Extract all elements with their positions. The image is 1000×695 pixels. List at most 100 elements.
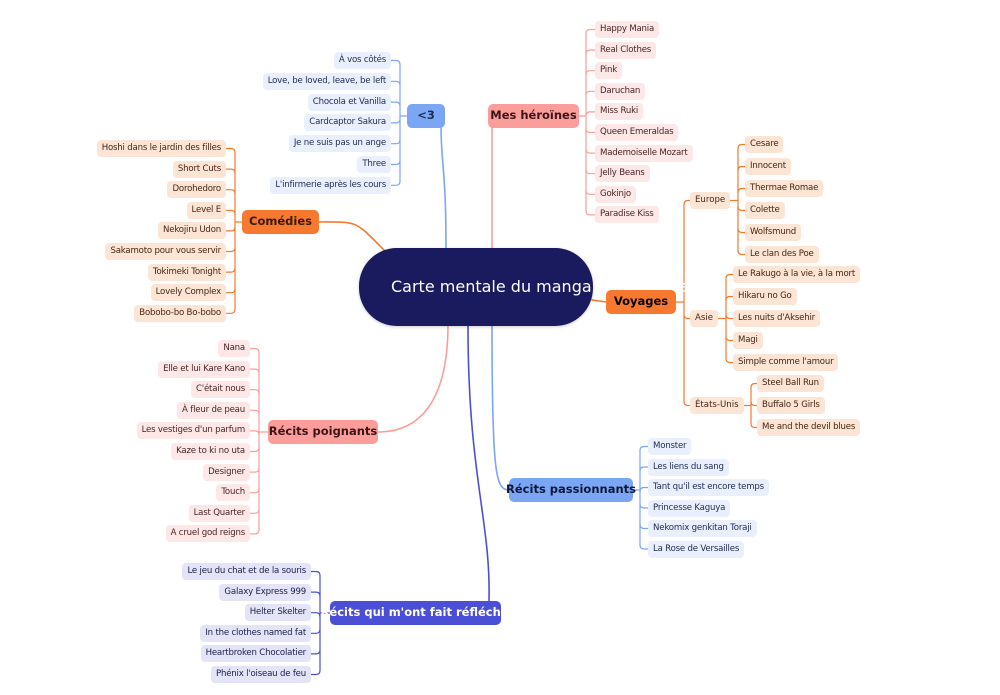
leaf-magi-label: Magi	[738, 335, 758, 345]
leaf-colette[interactable]: Colette	[745, 202, 785, 219]
leaf-nana[interactable]: Nana	[218, 340, 250, 357]
leaf-tant-qu-il-est-encore-temps-label: Tant qu'il est encore temps	[653, 482, 764, 492]
leaf-mademoiselle-mozart[interactable]: Mademoiselle Mozart	[595, 144, 693, 162]
leaf-three[interactable]: Three	[357, 156, 391, 173]
leaf-hikaru-no-go[interactable]: Hikaru no Go	[733, 288, 797, 305]
leaf-innocent[interactable]: Innocent	[745, 158, 791, 175]
leaf-hoshi-dans-le-jardin-des-filles[interactable]: Hoshi dans le jardin des filles	[96, 140, 226, 157]
leaf-cardcaptor-sakura[interactable]: Cardcaptor Sakura	[304, 114, 391, 132]
leaf-me-and-the-devil-blues[interactable]: Me and the devil blues	[757, 419, 861, 436]
leaf-les-liens-du-sang[interactable]: Les liens du sang	[648, 458, 729, 476]
leaf-le-rakugo-a-la-vie-a-la-mort[interactable]: Le Rakugo à la vie, à la mort	[733, 266, 861, 283]
leaf-tokimeki-tonight-label: Tokimeki Tonight	[152, 266, 221, 277]
leaf-queen-emeraldas[interactable]: Queen Emeraldas	[595, 124, 679, 141]
leaf-dorohedoro-label: Dorohedoro	[172, 184, 221, 195]
leaf-sakamoto-pour-vous-servir[interactable]: Sakamoto pour vous servir	[105, 243, 226, 260]
link-heroines-leaf-0	[585, 28, 596, 35]
link-root-reflechir	[467, 325, 490, 602]
leaf-short-cuts-label: Short Cuts	[177, 163, 221, 174]
link-group-1-leaf-0	[725, 273, 734, 280]
leaf-dorohedoro[interactable]: Dorohedoro	[167, 181, 226, 199]
leaf-touch[interactable]: Touch	[216, 484, 250, 502]
leaf-cesare-label: Cesare	[750, 139, 779, 149]
leaf-chocola-et-vanilla-label: Chocola et Vanilla	[312, 96, 386, 107]
leaf-bobobo-bo-bo-bobo[interactable]: Bobobo-bo Bo-bobo	[134, 304, 226, 322]
link-coeur-leaf-4	[390, 139, 401, 145]
leaf-gokinjo[interactable]: Gokinjo	[595, 185, 636, 203]
leaf-tokimeki-tonight[interactable]: Tokimeki Tonight	[147, 263, 226, 281]
leaf-miss-ruki[interactable]: Miss Ruki	[595, 103, 644, 121]
leaf-designer[interactable]: Designer	[203, 463, 250, 481]
leaf-wolfsmund[interactable]: Wolfsmund	[745, 224, 802, 241]
leaf-jelly-beans-label: Jelly Beans	[600, 168, 645, 179]
leaf-simple-comme-l-amour[interactable]: Simple comme l'amour	[733, 354, 839, 371]
leaf-chocola-et-vanilla[interactable]: Chocola et Vanilla	[307, 93, 391, 111]
leaf-nekomix-genkitan-toraji[interactable]: Nekomix genkitan Toraji	[648, 520, 757, 537]
link-group-2-leaf-2	[750, 422, 758, 429]
leaf-a-cruel-god-reigns-label: A cruel god reigns	[170, 528, 246, 539]
leaf-je-ne-suis-pas-un-ange[interactable]: Je ne suis pas un ange	[288, 135, 391, 153]
leaf-elle-et-lui-kare-kano[interactable]: Elle et lui Kare Kano	[158, 360, 250, 378]
link-coeur-leaf-6	[390, 180, 401, 186]
branch-voyages[interactable]: Voyages	[606, 290, 676, 314]
leaf-nekojiru-udon[interactable]: Nekojiru Udon	[158, 222, 226, 240]
leaf-a-fleur-de-peau-label: À fleur de peau	[182, 404, 245, 415]
leaf-buffalo-5-girls[interactable]: Buffalo 5 Girls	[757, 397, 825, 414]
leaf-kaze-to-ki-no-uta[interactable]: Kaze to ki no uta	[171, 443, 250, 460]
leaf-paradise-kiss[interactable]: Paradise Kiss	[595, 206, 659, 224]
leaf-lovely-complex[interactable]: Lovely Complex	[150, 284, 226, 302]
group-asie[interactable]: Asie	[690, 310, 719, 327]
leaf-l-infirmerie-apres-les-cours[interactable]: L'infirmerie après les cours	[270, 176, 391, 194]
leaf-les-nuits-d-aksehir[interactable]: Les nuits d'Aksehir	[733, 310, 820, 327]
branch-comedies[interactable]: Comédies	[242, 210, 319, 234]
leaf-last-quarter[interactable]: Last Quarter	[188, 504, 250, 522]
leaf-helter-skelter[interactable]: Helter Skelter	[244, 604, 311, 622]
leaf-in-the-clothes-named-fat[interactable]: In the clothes named fat	[200, 624, 311, 642]
leaf-colette-label: Colette	[750, 205, 780, 215]
leaf-miss-ruki-label: Miss Ruki	[600, 106, 639, 117]
leaf-thermae-romae[interactable]: Thermae Romae	[745, 180, 824, 197]
link-group-0-leaf-1	[737, 165, 746, 172]
leaf-monster[interactable]: Monster	[648, 438, 692, 455]
root-node[interactable]: Carte mentale du manga chez @chiarara	[359, 248, 721, 326]
group-etats-unis[interactable]: États-Unis	[690, 397, 744, 414]
leaf-steel-ball-run[interactable]: Steel Ball Run	[757, 375, 824, 392]
leaf-tant-qu-il-est-encore-temps[interactable]: Tant qu'il est encore temps	[648, 479, 769, 496]
leaf-les-vestiges-d-un-parfum[interactable]: Les vestiges d'un parfum	[136, 422, 250, 440]
branch-reflechir[interactable]: Récits qui m'ont fait réfléchir	[321, 601, 510, 625]
leaf-a-fleur-de-peau[interactable]: À fleur de peau	[177, 401, 250, 419]
link-poignants-leaf-3	[249, 409, 260, 415]
leaf-level-e[interactable]: Level E	[186, 201, 226, 219]
leaf-jelly-beans[interactable]: Jelly Beans	[595, 165, 650, 183]
branch-poignants[interactable]: Récits poignants	[268, 420, 378, 444]
leaf-daruchan[interactable]: Daruchan	[595, 82, 646, 100]
leaf-cesare[interactable]: Cesare	[745, 136, 784, 153]
link-passionnants-leaf-0	[639, 445, 649, 452]
branch-heroines[interactable]: Mes héroïnes	[488, 104, 579, 128]
leaf-heartbroken-chocolatier[interactable]: Heartbroken Chocolatier	[200, 645, 311, 663]
branch-passionnants[interactable]: Récits passionnants	[506, 478, 636, 502]
leaf-princesse-kaguya[interactable]: Princesse Kaguya	[648, 499, 731, 517]
leaf-love-be-loved-leave-be-left[interactable]: Love, be loved, leave, be left	[262, 72, 391, 90]
link-group-1-leaf-4	[725, 357, 734, 364]
leaf-c-etait-nous[interactable]: C'était nous	[190, 381, 250, 399]
leaf-galaxy-express-999[interactable]: Galaxy Express 999	[219, 583, 311, 601]
leaf-le-jeu-du-chat-et-de-la-souris[interactable]: Le jeu du chat et de la souris	[182, 563, 311, 580]
leaf-short-cuts[interactable]: Short Cuts	[172, 160, 226, 178]
leaf-phenix-l-oiseau-de-feu-label: Phénix l'oiseau de feu	[215, 669, 306, 679]
leaf-a-vos-cotes[interactable]: À vos côtés	[333, 52, 391, 69]
leaf-la-rose-de-versailles[interactable]: La Rose de Versailles	[648, 540, 745, 558]
link-passionnants-leaf-2	[639, 486, 649, 493]
leaf-magi[interactable]: Magi	[733, 332, 763, 349]
leaf-happy-mania[interactable]: Happy Mania	[595, 21, 660, 38]
branch-coeur[interactable]: <3	[407, 104, 445, 128]
group-asie-label: Asie	[695, 313, 714, 323]
leaf-le-clan-des-poe[interactable]: Le clan des Poe	[745, 246, 819, 263]
leaf-a-cruel-god-reigns[interactable]: A cruel god reigns	[165, 525, 250, 543]
group-europe[interactable]: Europe	[690, 192, 731, 209]
link-group-0-leaf-3	[737, 205, 746, 212]
leaf-pink[interactable]: Pink	[595, 62, 623, 80]
leaf-real-clothes[interactable]: Real Clothes	[595, 41, 657, 59]
leaf-phenix-l-oiseau-de-feu[interactable]: Phénix l'oiseau de feu	[210, 666, 311, 683]
leaf-cardcaptor-sakura-label: Cardcaptor Sakura	[309, 117, 386, 128]
